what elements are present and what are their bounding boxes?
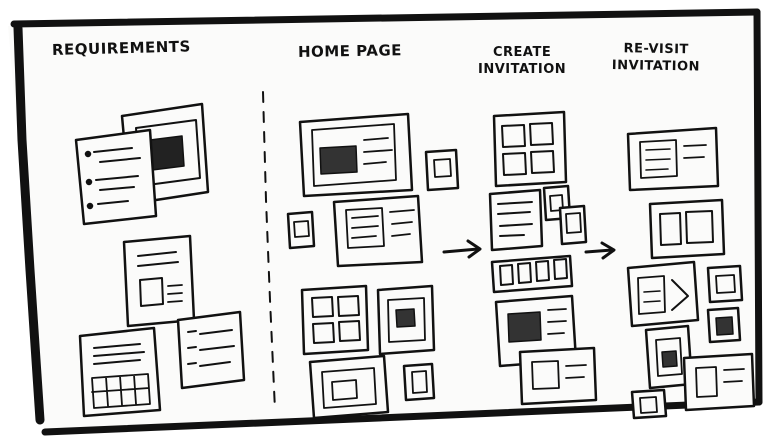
home-widget-small-3 <box>402 362 436 402</box>
create-screen-grid <box>492 110 568 188</box>
home-page-heading: HOME PAGE <box>297 41 403 61</box>
requirements-heading-text: REQUIREMENTS <box>51 37 192 59</box>
create-strip <box>490 254 574 294</box>
flow-arrow-2 <box>584 241 616 260</box>
create-screen-preview <box>494 294 578 368</box>
revisit-invitation-sketches <box>626 126 756 420</box>
home-widget-small-1 <box>424 148 460 192</box>
create-invitation-heading: CREATE INVITATION <box>478 44 566 78</box>
home-screen-2 <box>332 194 424 268</box>
create-screen-final <box>518 346 598 406</box>
create-invitation-heading-line1: CREATE <box>492 45 552 60</box>
create-invitation-heading-line2: INVITATION <box>478 62 567 77</box>
revisit-widget-3 <box>630 388 668 420</box>
requirements-heading: REQUIREMENTS <box>51 37 192 59</box>
home-widget-small-2 <box>286 210 316 250</box>
requirement-doc-middle <box>122 234 196 328</box>
create-invitation-sketches <box>488 110 598 406</box>
home-grid-screen <box>300 284 370 356</box>
requirement-doc-list <box>176 310 246 390</box>
home-page-heading-text: HOME PAGE <box>297 41 403 61</box>
revisit-widget-2 <box>706 306 742 344</box>
create-screen-form <box>488 188 544 252</box>
requirement-doc-bullets <box>74 128 158 226</box>
requirements-sketches <box>74 102 246 418</box>
create-screen-tall <box>558 204 588 246</box>
home-page-sketches <box>286 112 460 420</box>
home-screen-1 <box>298 112 414 198</box>
flow-arrow-1 <box>442 239 482 259</box>
revisit-invitation-heading-line1: RE-VISIT <box>623 41 690 58</box>
section-divider <box>262 91 276 411</box>
home-wide-screen <box>308 354 390 420</box>
revisit-invitation-heading: RE-VISIT INVITATION <box>612 40 701 76</box>
revisit-screen-3 <box>626 260 700 328</box>
home-detail-screen <box>376 284 436 356</box>
requirement-doc-table <box>78 326 162 418</box>
revisit-screen-1 <box>626 126 720 192</box>
revisit-screen-2 <box>648 198 726 260</box>
revisit-screen-5 <box>682 352 756 412</box>
revisit-widget-1 <box>706 264 744 304</box>
revisit-invitation-heading-line2: INVITATION <box>611 57 701 75</box>
